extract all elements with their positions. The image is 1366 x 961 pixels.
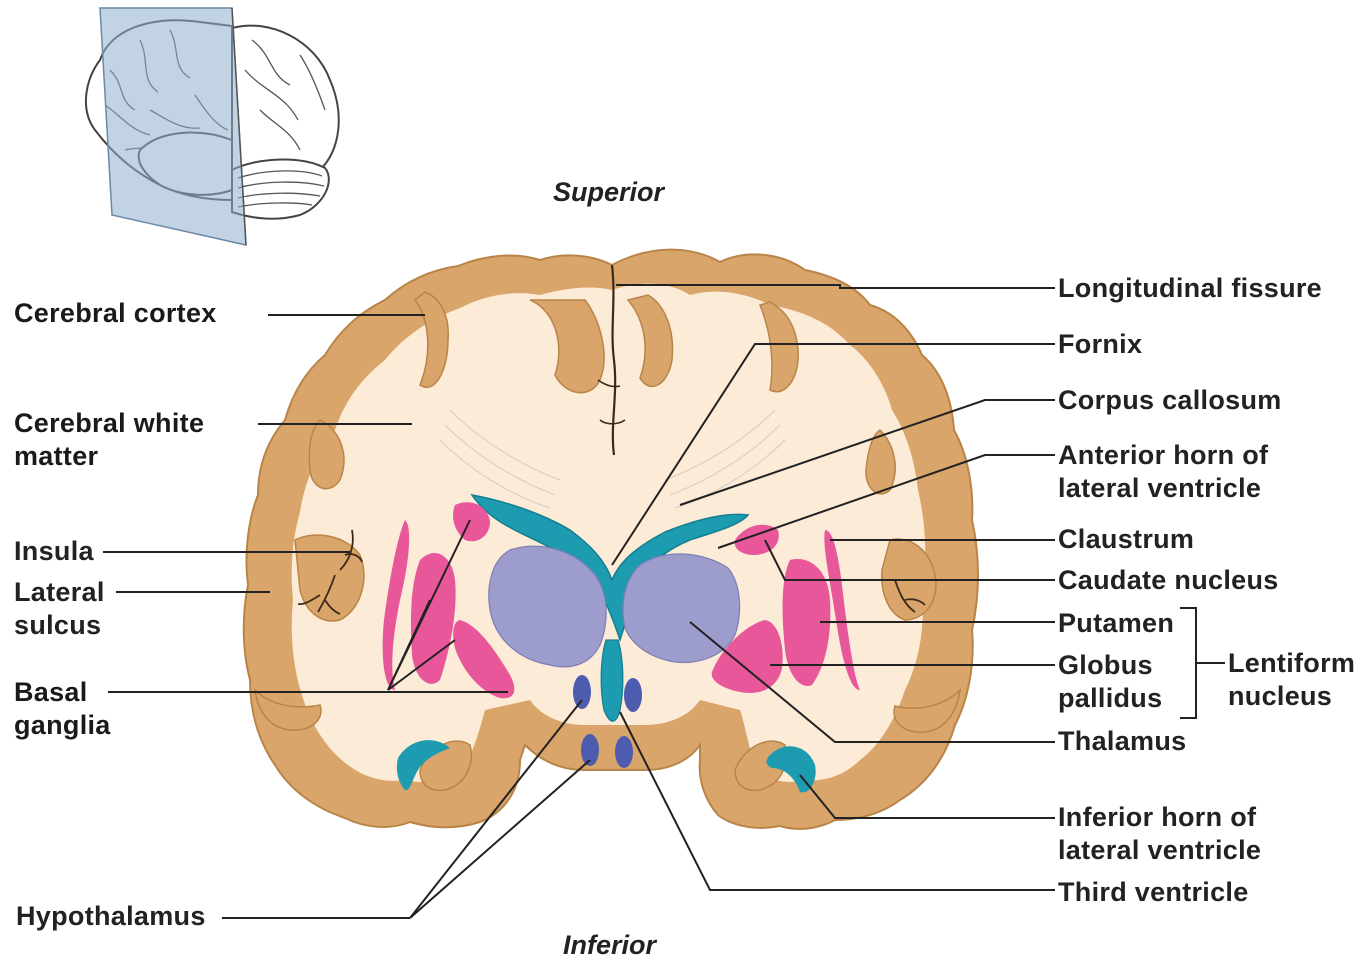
label-cerebral-cortex: Cerebral cortex: [14, 297, 217, 330]
label-hypothalamus: Hypothalamus: [16, 900, 206, 933]
thalamus-right: [623, 554, 740, 663]
inferior-label: Inferior: [563, 930, 656, 961]
brain-orientation-inset: [86, 8, 339, 245]
label-corpus-callosum: Corpus callosum: [1058, 384, 1282, 417]
third-ventricle: [601, 640, 623, 721]
superior-label: Superior: [553, 177, 664, 208]
label-caudate-nucleus: Caudate nucleus: [1058, 564, 1279, 597]
label-cerebral-white-matter: Cerebral white matter: [14, 407, 204, 473]
label-inferior-horn: Inferior horn of lateral ventricle: [1058, 801, 1261, 867]
label-basal-ganglia: Basal ganglia: [14, 676, 111, 742]
label-globus-pallidus: Globus pallidus: [1058, 649, 1162, 715]
label-fornix: Fornix: [1058, 328, 1142, 361]
label-lateral-sulcus: Lateral sulcus: [14, 576, 105, 642]
label-third-ventricle: Third ventricle: [1058, 876, 1249, 909]
label-claustrum: Claustrum: [1058, 523, 1194, 556]
label-insula: Insula: [14, 535, 94, 568]
label-longitudinal-fissure: Longitudinal fissure: [1058, 272, 1322, 305]
label-putamen: Putamen: [1058, 607, 1174, 640]
label-lentiform-nucleus: Lentiform nucleus: [1228, 647, 1355, 713]
inset-cerebellum: [232, 160, 329, 219]
coronal-plane-indicator: [100, 8, 246, 245]
label-thalamus: Thalamus: [1058, 725, 1186, 758]
label-anterior-horn: Anterior horn of lateral ventricle: [1058, 439, 1268, 505]
